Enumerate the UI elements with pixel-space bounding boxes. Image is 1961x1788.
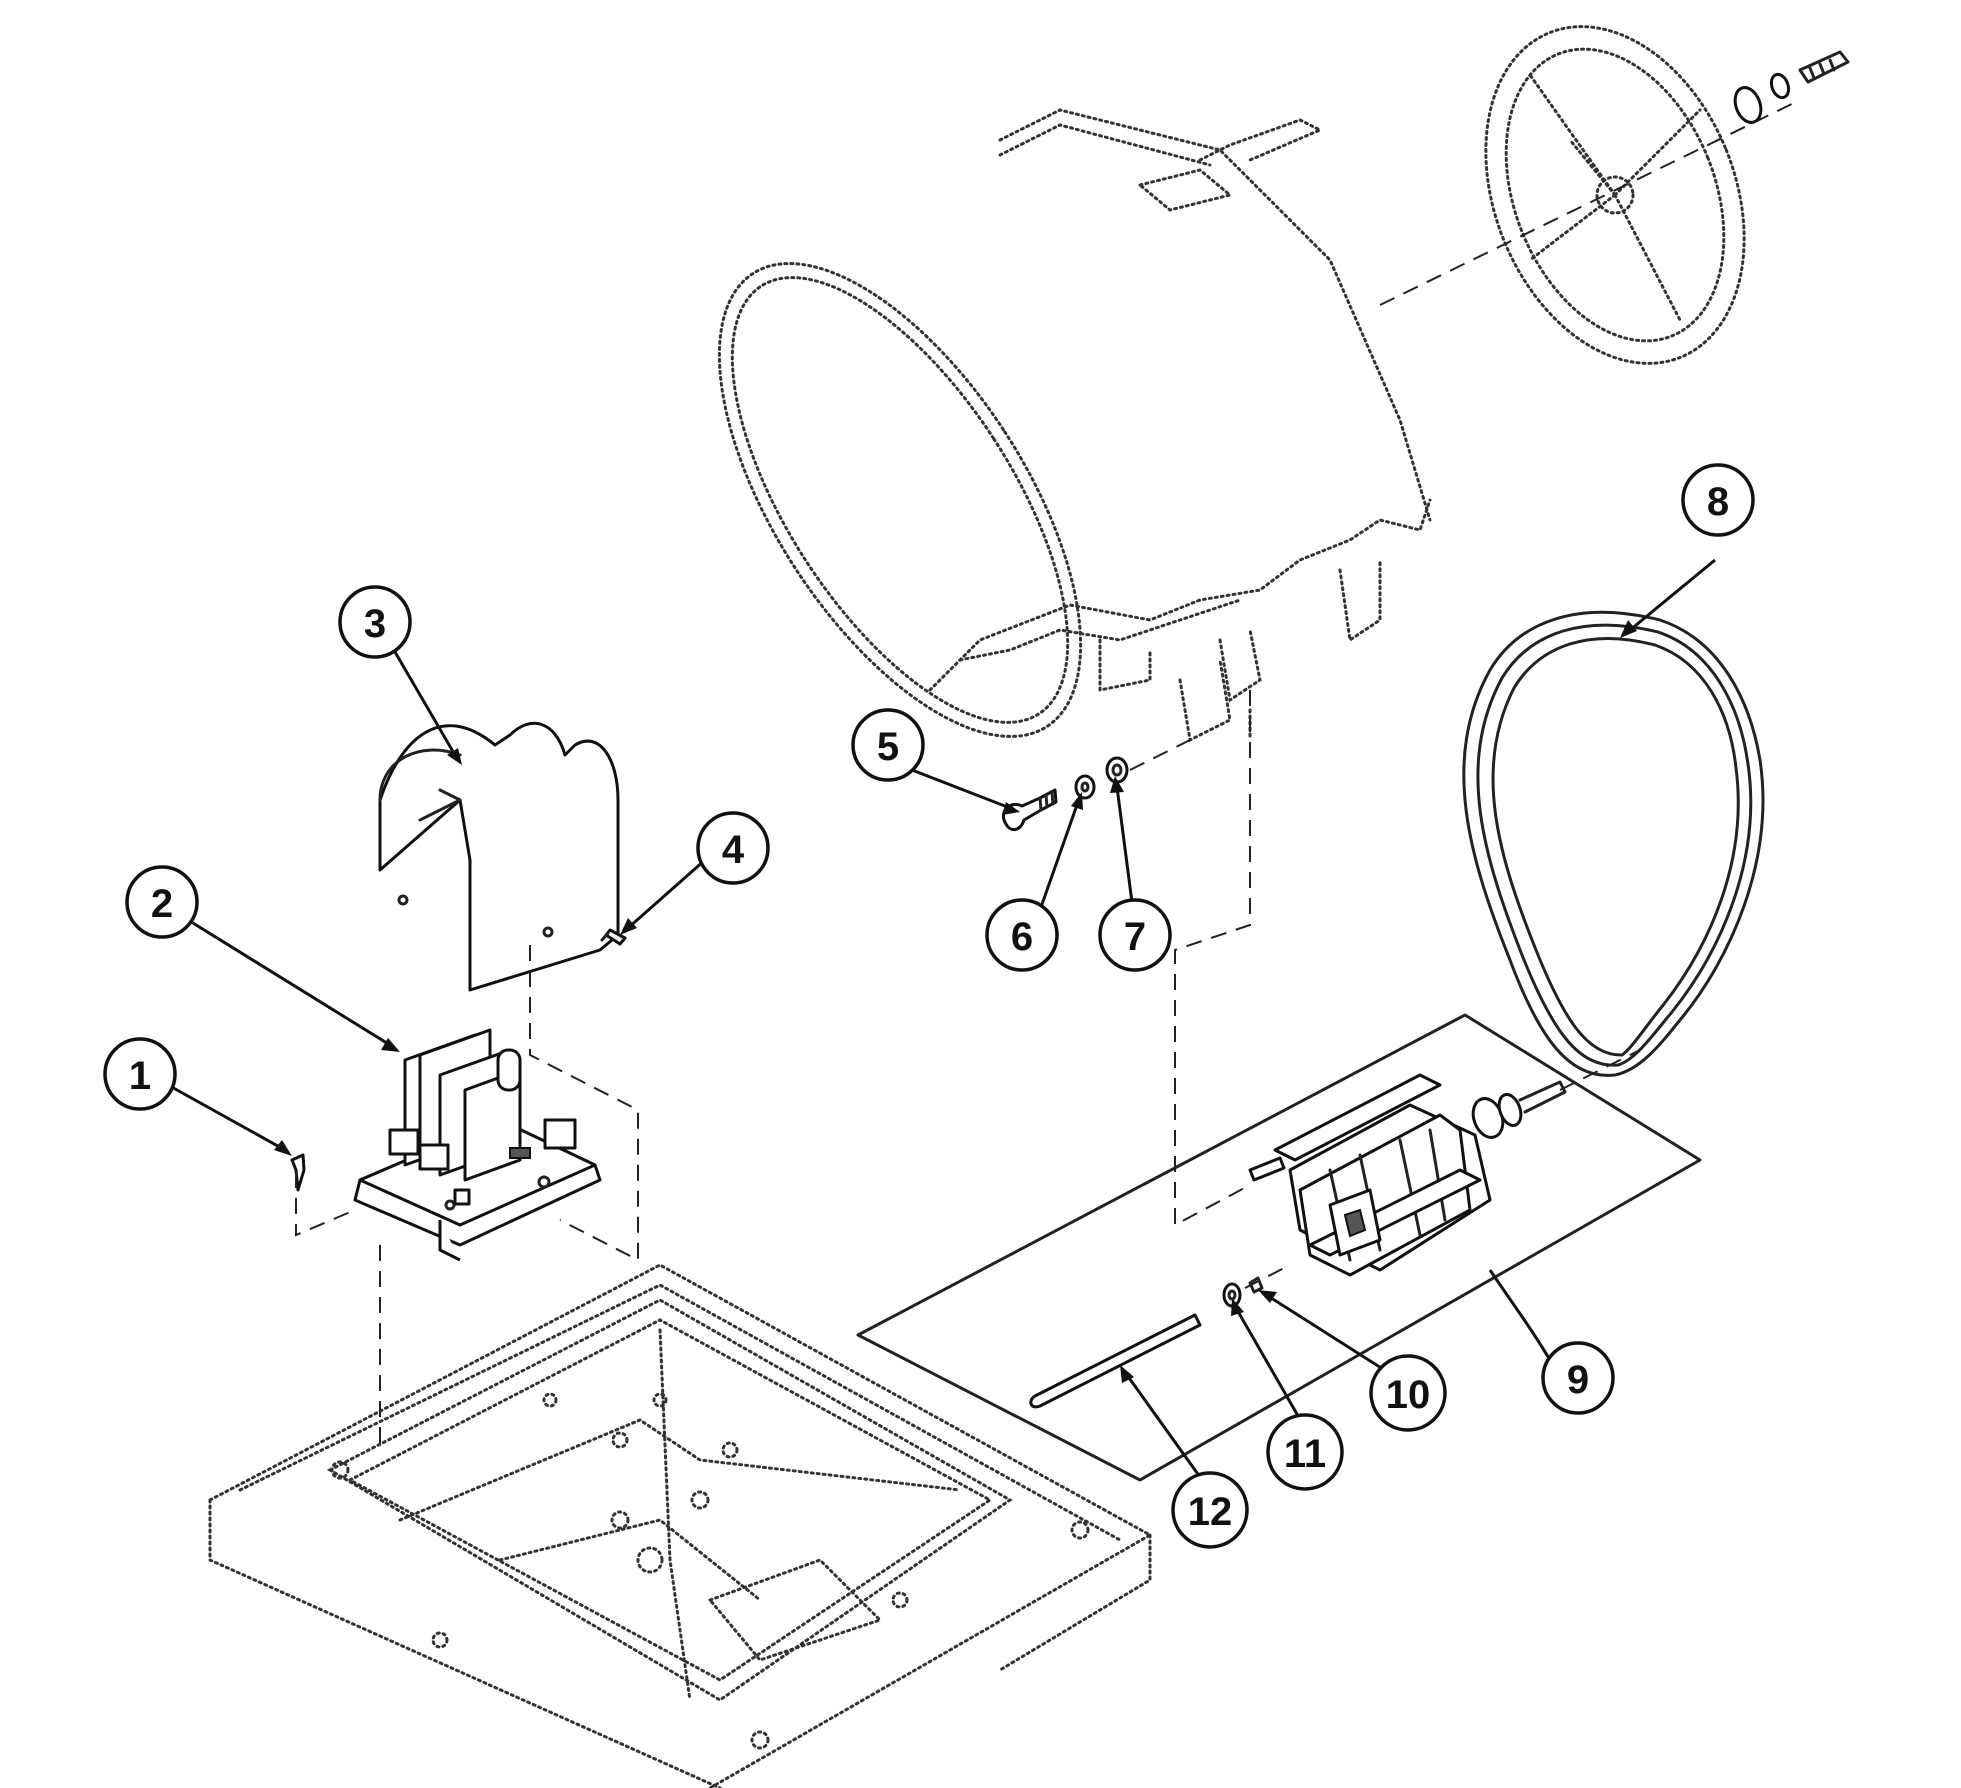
callout-11-label: 11 xyxy=(1284,1432,1326,1476)
callout-2: 2 xyxy=(125,865,199,939)
control-board-cover xyxy=(378,721,620,992)
callout-3-label: 3 xyxy=(364,602,386,646)
callout-9-label: 9 xyxy=(1567,1358,1589,1402)
callout-2-label: 2 xyxy=(151,882,173,926)
callout-10: 10 xyxy=(1369,1354,1447,1432)
drum-back-wheel xyxy=(1379,25,1850,365)
callout-4: 4 xyxy=(696,811,770,885)
leader-lines xyxy=(167,558,1716,1499)
base-plate xyxy=(208,1263,1154,1788)
callout-12-label: 12 xyxy=(1188,1490,1233,1534)
assembly-guide-lines xyxy=(295,690,1251,1450)
bolt-and-washers xyxy=(1001,756,1129,831)
motor-rod xyxy=(1029,1313,1202,1409)
motor-shaft-clips xyxy=(1222,1264,1291,1308)
motor-assembly xyxy=(856,1013,1702,1482)
callout-8: 8 xyxy=(1681,463,1755,537)
callout-6-label: 6 xyxy=(1011,915,1033,959)
callout-1: 1 xyxy=(103,1037,177,1111)
callout-7-label: 7 xyxy=(1124,915,1146,959)
callout-10-label: 10 xyxy=(1386,1373,1431,1417)
screw-1 xyxy=(290,1153,306,1192)
callout-7: 7 xyxy=(1098,898,1172,972)
callout-6: 6 xyxy=(985,898,1059,972)
screw-4 xyxy=(600,928,627,946)
callout-8-label: 8 xyxy=(1707,480,1729,524)
drive-belt xyxy=(1462,610,1765,1077)
callout-5: 5 xyxy=(851,708,925,782)
callout-3: 3 xyxy=(338,585,412,659)
callout-4-label: 4 xyxy=(722,828,745,872)
callout-11: 11 xyxy=(1266,1413,1344,1491)
callout-1-label: 1 xyxy=(129,1054,151,1098)
control-board xyxy=(353,1028,602,1262)
callout-12: 12 xyxy=(1171,1471,1249,1549)
drum xyxy=(717,108,1432,743)
callout-5-label: 5 xyxy=(877,725,899,769)
callout-9: 9 xyxy=(1541,1341,1615,1415)
